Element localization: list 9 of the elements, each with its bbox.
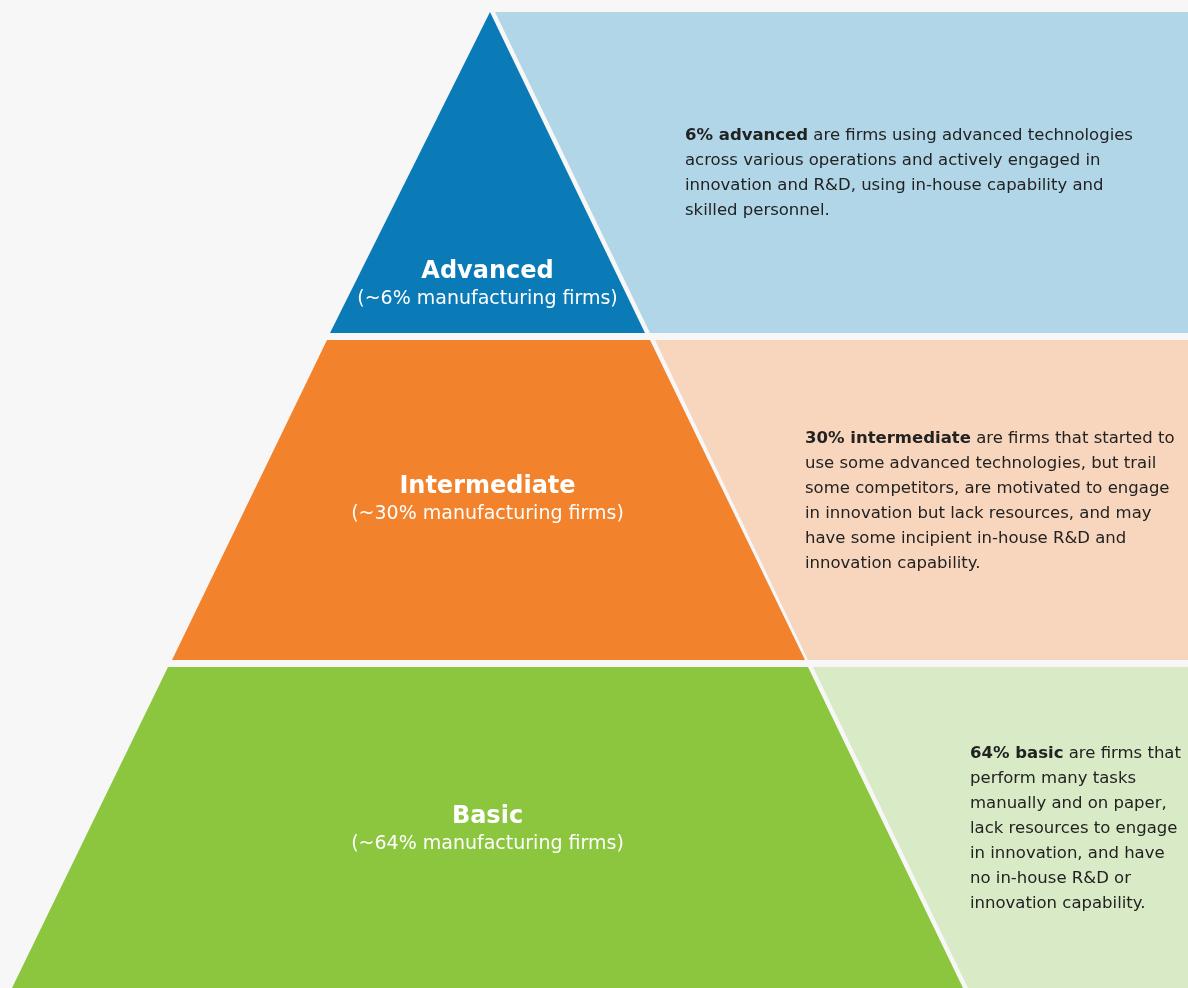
tier-title: Basic xyxy=(450,800,525,830)
tier-title: Intermediate xyxy=(398,470,577,500)
description-text: 6% advanced are firms using advanced technologies across various operations and actively engaged in innovation and R&D, using in-house capability and skilled personnel. xyxy=(685,124,1134,221)
description-text: 30% intermediate are firms that started to use some advanced technologies, but trail some competitors, are motivated to engage in innovation but lack resources, and may have some incipient in-house R&D and innovation capability. xyxy=(805,427,1175,574)
description-text: 64% basic are firms that perform many tasks manually and on paper, lack resources to engage in innovation, and have no in-house R&D or innovation capability. xyxy=(970,742,1182,914)
tier-subtitle: (~6% manufacturing firms) xyxy=(356,285,619,309)
tier-subtitle: (~30% manufacturing firms) xyxy=(350,500,625,524)
tier-title: Advanced xyxy=(420,255,555,285)
tier-subtitle: (~64% manufacturing firms) xyxy=(350,830,625,854)
